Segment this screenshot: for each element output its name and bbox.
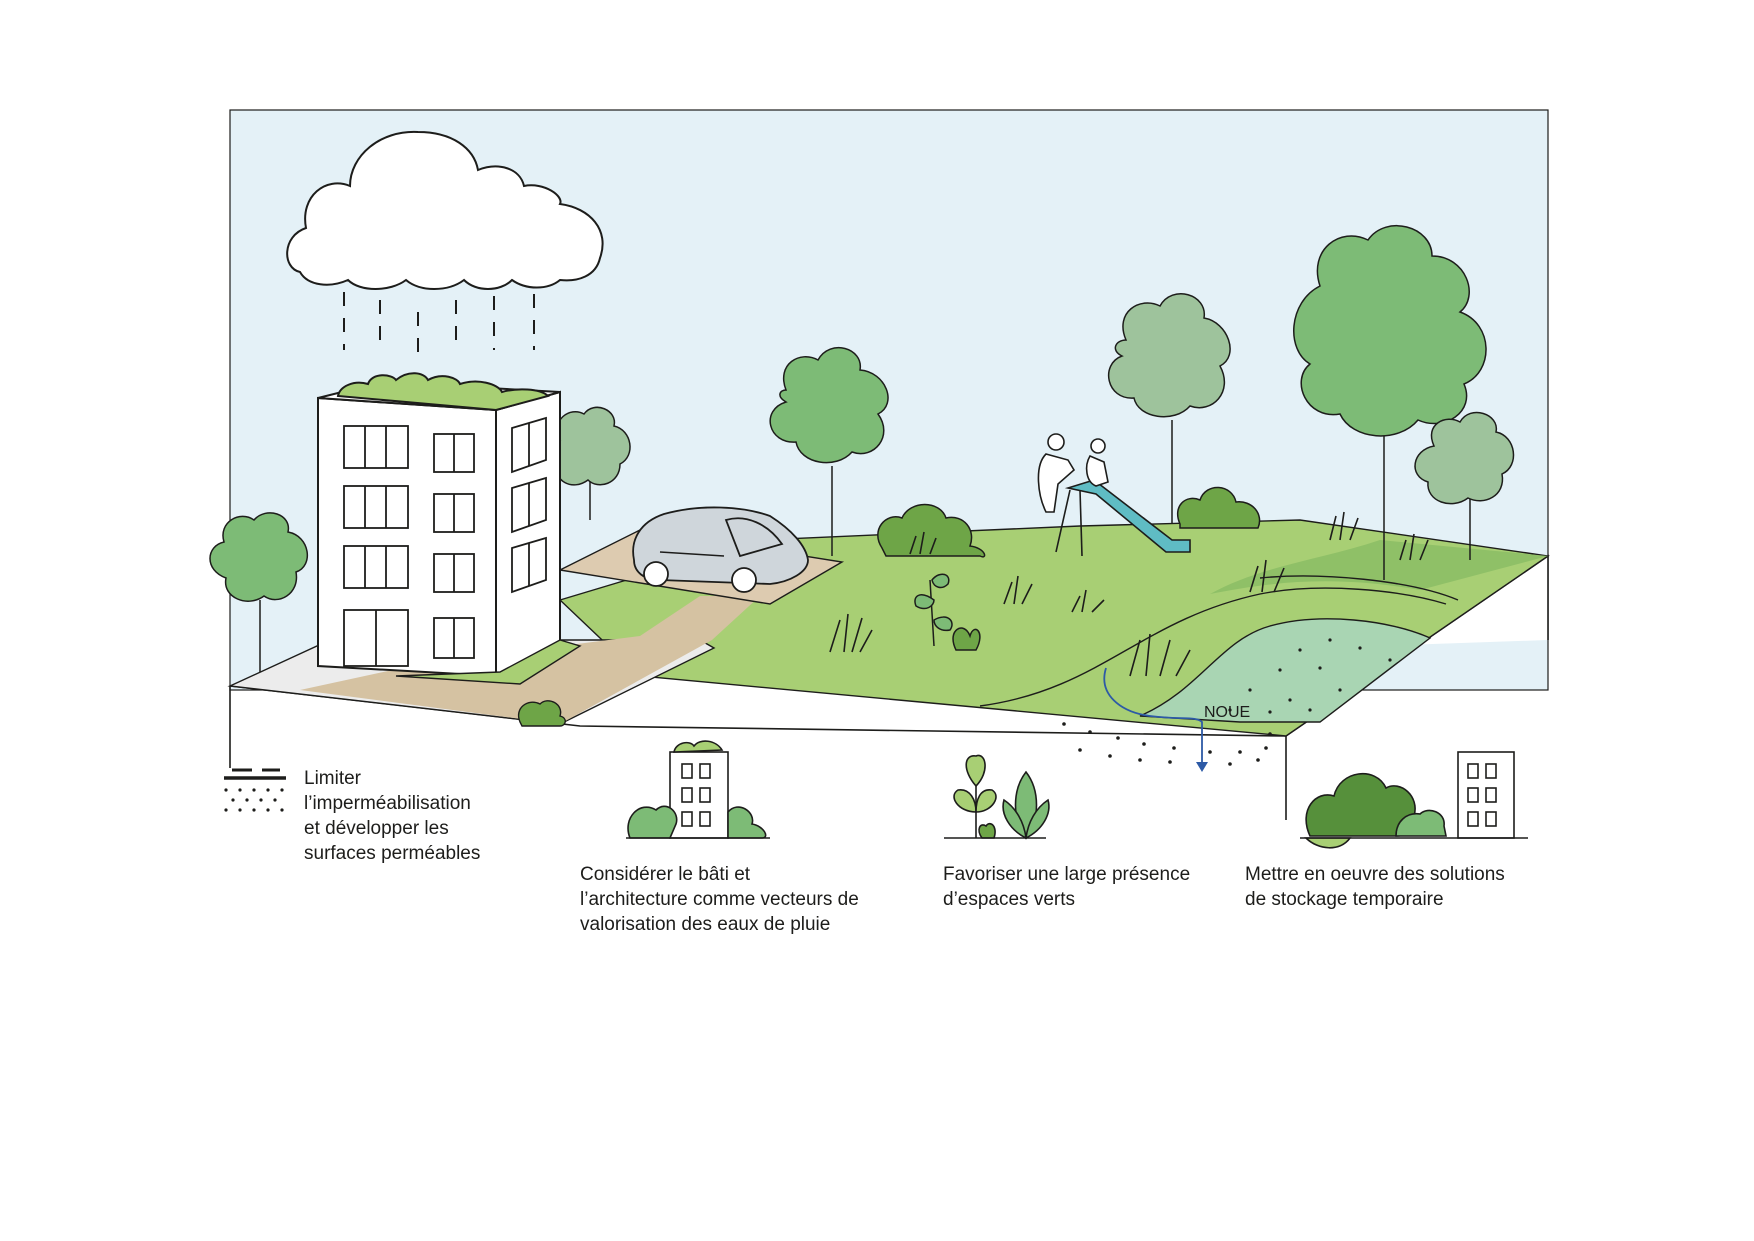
planter [395, 639, 582, 685]
slide [1055, 479, 1191, 557]
bush-right [1177, 486, 1261, 529]
caption-temporary-storage: Mettre en oeuvre des solutions de stocka… [1245, 864, 1505, 910]
caption-permeable-surfaces: Limiter l’imperméabilisation et développ… [304, 768, 481, 864]
swale-area: NOUE [1139, 618, 1432, 723]
tree-center [769, 346, 889, 556]
caption-buildings: Considérer le bâti et l’architecture com… [580, 864, 859, 935]
infiltration-dots [1062, 722, 1272, 766]
swale-label: NOUE [1204, 704, 1250, 721]
tree-right-large [1293, 225, 1487, 580]
permeable-surface-icon [224, 768, 286, 812]
plants-icon [944, 754, 1050, 840]
tree-right-pale [1107, 293, 1231, 524]
bush-small [517, 700, 566, 727]
water-flow-arrow [1103, 667, 1208, 772]
green-roof-building [317, 372, 561, 678]
car [632, 506, 809, 593]
green-roof-building-icon [626, 740, 770, 839]
people [1037, 433, 1109, 513]
grass-tufts [829, 511, 1429, 677]
tree-far-right [1414, 411, 1515, 560]
sprout [914, 573, 981, 651]
bush-center [877, 503, 986, 558]
cloud-icon [286, 130, 604, 290]
bush-building-icon [1300, 751, 1528, 849]
rain-icon [343, 292, 535, 356]
tree-left [209, 512, 309, 672]
grass-band [1210, 540, 1548, 594]
caption-green-spaces: Favoriser une large présence d’espaces v… [943, 864, 1191, 910]
